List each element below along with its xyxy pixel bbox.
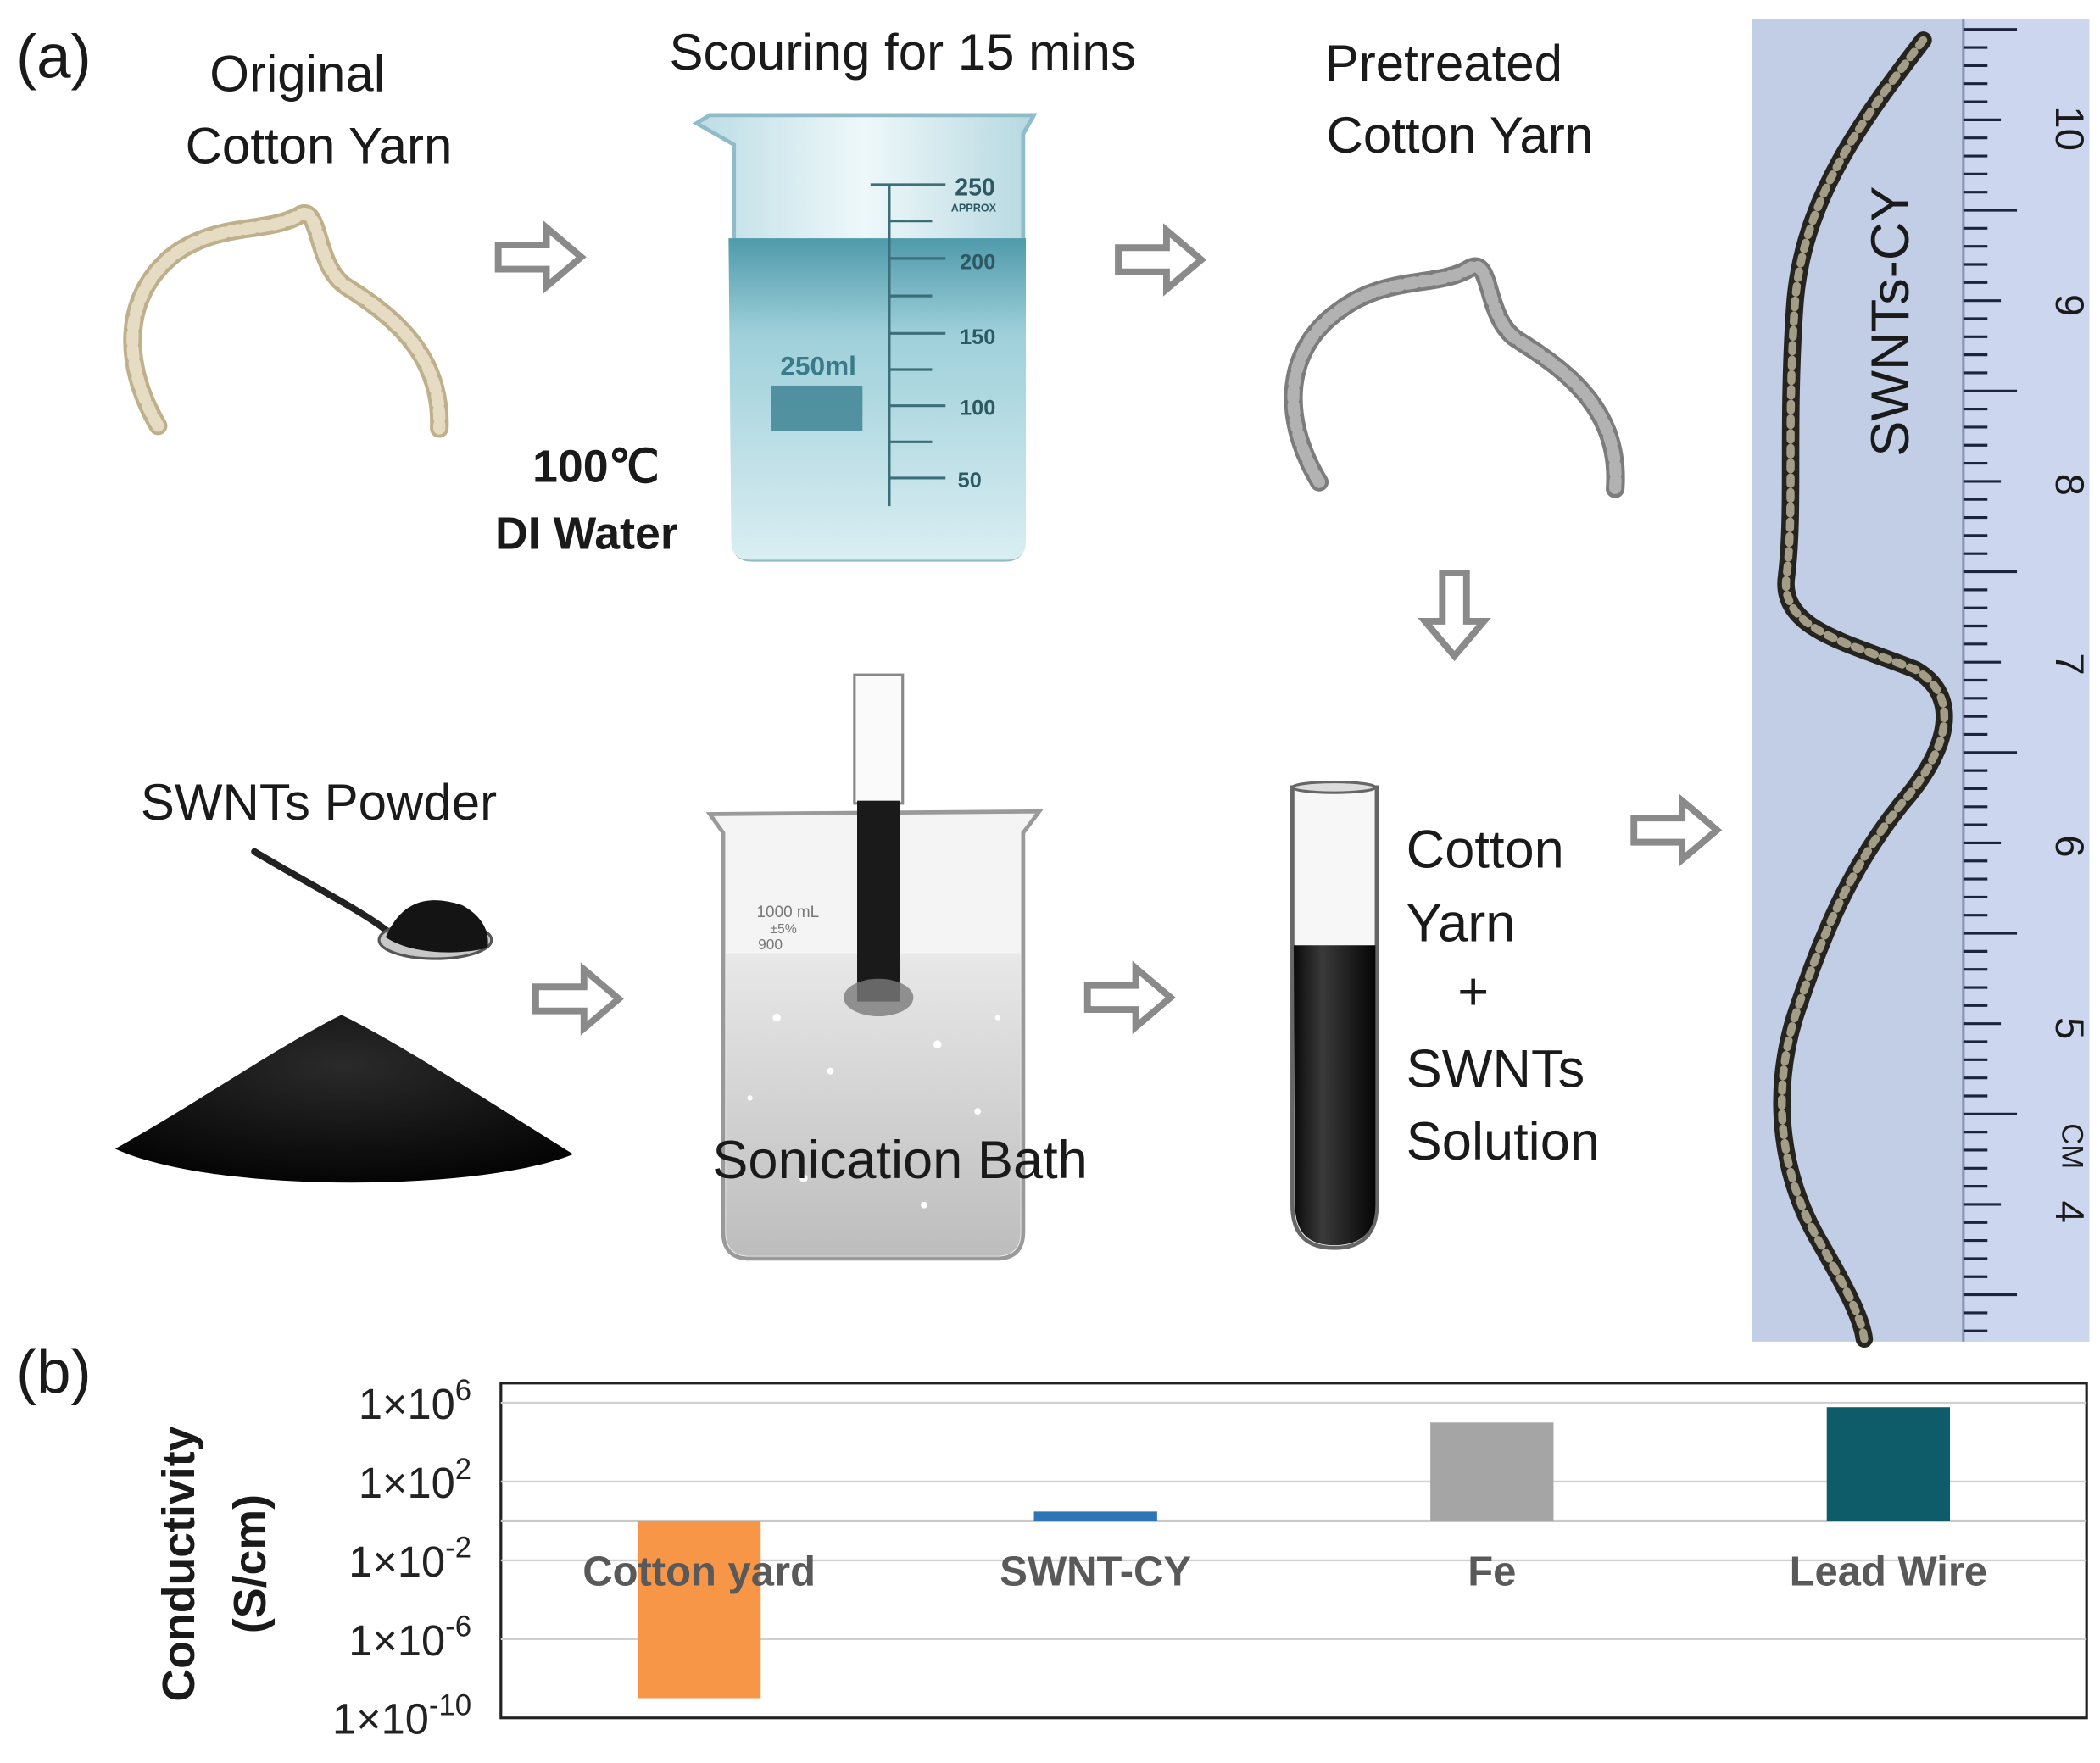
tube-label-plus: +: [1457, 962, 1489, 1021]
beaker-mark-50: 50: [958, 469, 982, 492]
beaker-mark-250: 250: [955, 175, 994, 202]
beaker-approx-label: APPROX: [951, 203, 997, 214]
arrow-to-pretreated: [1118, 231, 1201, 290]
ruler-number-6: 6: [2047, 835, 2092, 857]
ruler-ticks: [1963, 28, 2018, 1332]
photo-label: SWNTs-CY: [1861, 186, 1920, 456]
arrow-to-sonication: [536, 970, 619, 1029]
pretreated-title-line2: Cotton Yarn: [1327, 107, 1594, 164]
ruler-unit-cm: CM: [2056, 1123, 2088, 1169]
sonication-mark-900: 900: [758, 936, 783, 953]
beaker-size-label: 250ml: [780, 350, 856, 381]
ruler-number-8: 8: [2047, 474, 2092, 496]
category-labels: Cotton yard SWNT-CY Fe Lead Wire: [582, 1549, 1987, 1594]
arrow-to-beaker: [499, 228, 582, 287]
ruler-number-10: 10: [2047, 106, 2092, 151]
beaker-mark-150: 150: [960, 325, 995, 349]
beaker-mark-200: 200: [960, 251, 995, 275]
y-tick-label: 1×10-10: [332, 1690, 471, 1744]
original-title-line2: Cotton Yarn: [186, 118, 453, 175]
bar-lead-wire: [1826, 1407, 1951, 1521]
swnts-cy-photo: [1752, 19, 2090, 1348]
sonication-beaker-image: [705, 673, 1044, 1261]
original-title-line1: Original: [209, 45, 385, 102]
ruler-number-9: 9: [2047, 294, 2092, 316]
gridlines: [500, 1401, 2087, 1641]
category-label: SWNT-CY: [1000, 1549, 1191, 1594]
sonication-mark-tolerance: ±5%: [770, 922, 796, 937]
arrow-down-to-tube: [1425, 573, 1484, 656]
beaker-mark-100: 100: [960, 397, 995, 420]
test-tube-image: [1290, 780, 1379, 1250]
original-cotton-yarn-image: [123, 204, 449, 438]
ruler-number-7: 7: [2047, 653, 2092, 675]
bars: [637, 1407, 1951, 1699]
tube-label-line4: SWNTs: [1406, 1040, 1585, 1099]
arrow-to-tube: [1088, 968, 1171, 1027]
swnts-powder-pile-image: [114, 1015, 574, 1183]
bar-fe: [1430, 1422, 1554, 1521]
scouring-title: Scouring for 15 mins: [670, 24, 1136, 81]
ruler-number-4: 4: [2047, 1200, 2092, 1222]
y-tick-label: 1×106: [359, 1375, 471, 1428]
powder-title: SWNTs Powder: [141, 774, 497, 831]
plot-area: [499, 1382, 2088, 1720]
beaker-250ml-image: [692, 113, 1038, 562]
tube-label-line1: Cotton: [1406, 820, 1564, 880]
tube-label-line2: Yarn: [1406, 894, 1516, 954]
y-tick-labels: 1×106 1×102 1×10-2 1×10-6 1×10-10: [332, 1375, 471, 1744]
panel-b-label: (b): [16, 1338, 92, 1406]
y-tick-label: 1×10-2: [348, 1532, 471, 1586]
y-tick-label: 1×10-6: [348, 1611, 471, 1665]
tube-label-line5: Solution: [1406, 1112, 1600, 1171]
y-axis-label-line2: (S/cm): [225, 1494, 276, 1633]
pretreated-cotton-yarn-image: [1284, 257, 1625, 498]
y-tick-label: 1×102: [359, 1454, 471, 1507]
category-label: Cotton yard: [582, 1549, 816, 1594]
ruler-number-5: 5: [2047, 1017, 2092, 1039]
condition-di-water: DI Water: [495, 509, 678, 559]
y-axis-label-line1: Conductivity: [153, 1426, 204, 1701]
bar-cotton-yard: [637, 1521, 761, 1699]
arrow-to-photo: [1634, 801, 1717, 860]
bar-swnt-cy: [1033, 1511, 1157, 1521]
category-label: Fe: [1468, 1549, 1516, 1594]
category-label: Lead Wire: [1790, 1549, 1988, 1594]
spoon-with-powder-image: [251, 848, 493, 960]
sonication-mark-1000: 1000 mL: [757, 904, 820, 921]
sonication-label: Sonication Bath: [712, 1131, 1088, 1190]
pretreated-title-line1: Pretreated: [1325, 35, 1562, 92]
panel-a-label: (a): [16, 23, 92, 92]
condition-temperature: 100℃: [532, 442, 660, 492]
